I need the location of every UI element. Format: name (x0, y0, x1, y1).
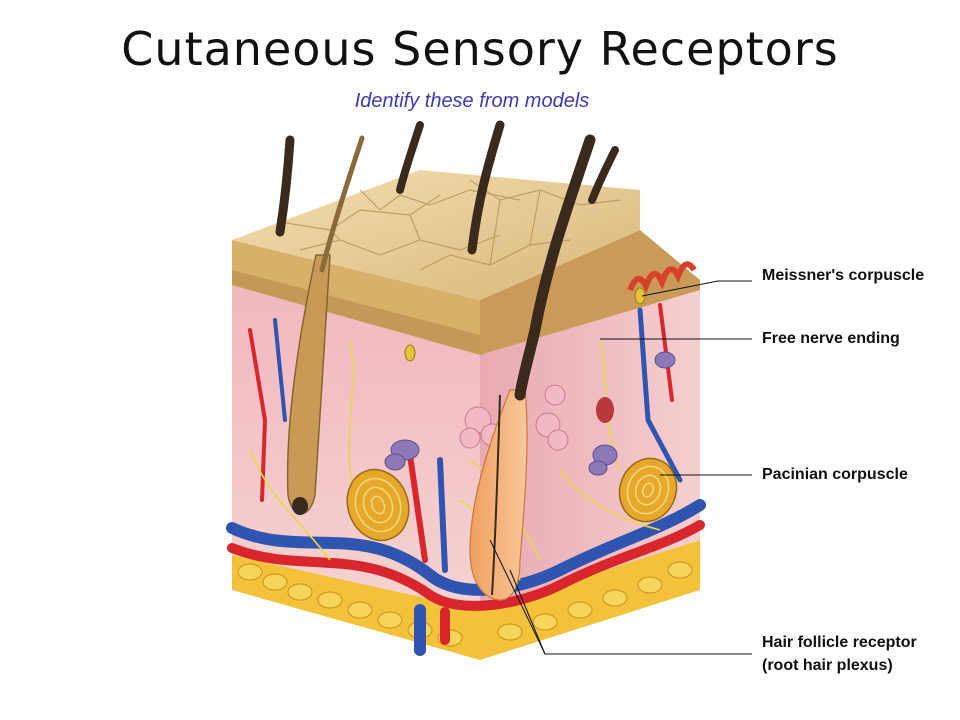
hair-shafts (275, 120, 619, 401)
meissner-corpuscle (404, 287, 646, 362)
pacinian-corpuscle-left (346, 468, 410, 542)
label-free-nerve-ending: Free nerve ending (762, 330, 900, 347)
right-hair-follicle (469, 389, 528, 601)
page-title: Cutaneous Sensory Receptors (121, 22, 839, 76)
sweat-glands (384, 351, 676, 476)
pacinian-corpuscle-right (618, 457, 678, 523)
label-pacinian-corpuscle: Pacinian corpuscle (762, 466, 908, 483)
leader-meissner (641, 280, 752, 297)
label-meissner-corpuscle: Meissner's corpuscle (762, 267, 925, 284)
label-hair-follicle-receptor: Hair follicle receptor (762, 634, 917, 651)
label-root-hair-plexus: (root hair plexus) (762, 657, 893, 674)
dermal-papillae (627, 261, 697, 294)
left-hair-follicle (286, 254, 331, 515)
leader-lines (489, 280, 752, 655)
page-subtitle: Identify these from models (354, 90, 590, 112)
small-hair-bulb (596, 397, 614, 423)
blood-vessels (226, 303, 706, 656)
